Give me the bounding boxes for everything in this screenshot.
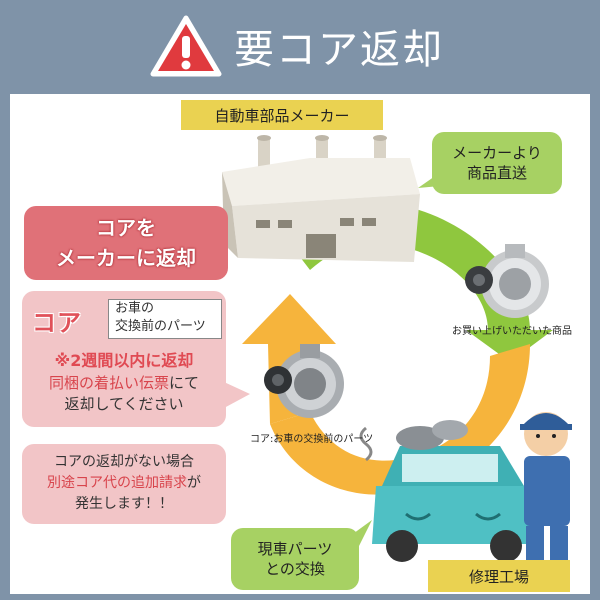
header-title-group: 要コア返却 xyxy=(150,14,444,78)
alternator-new-image xyxy=(465,244,549,318)
mechanic-worker-image xyxy=(520,412,572,574)
maker-label: 自動車部品メーカー xyxy=(181,100,383,130)
addl-charge-red-text: 別途コア代の追加請求 xyxy=(47,475,187,491)
core-info-box: コア お車の 交換前のパーツ ※2週間以内に返却 同梱の着払い伝票にて 返却して… xyxy=(22,291,226,427)
addl-charge-tail: が xyxy=(187,475,201,491)
page-title: 要コア返却 xyxy=(234,27,444,73)
return-instructions: 同梱の着払い伝票にて 返却してください xyxy=(22,373,226,415)
return-deadline: ※2週間以内に返却 xyxy=(54,351,194,370)
warning-triangle-icon xyxy=(150,15,222,77)
swap-parts-line1: 現車パーツ xyxy=(257,540,333,558)
page-header: 要コア返却 xyxy=(0,0,600,90)
core-definition: お車の 交換前のパーツ xyxy=(108,299,222,339)
direct-ship-bubble: メーカーより 商品直送 xyxy=(432,132,562,194)
cycle-diagram xyxy=(222,135,572,574)
instr-tail-text: にて xyxy=(169,374,200,392)
instr-line2: 返却してください xyxy=(64,395,184,413)
content-panel: 自動車部品メーカー 修理工場 メーカーより 商品直送 現車パーツ との交換 コア… xyxy=(10,94,590,594)
core-definition-line2: 交換前のパーツ xyxy=(115,319,206,334)
core-part-caption: コア:お車の交換前のパーツ xyxy=(250,434,374,445)
return-core-heading-line1: コアを xyxy=(96,216,156,240)
direct-ship-line2: 商品直送 xyxy=(466,164,527,182)
core-definition-line1: お車の xyxy=(115,301,155,316)
core-tag: コア xyxy=(32,309,82,337)
return-core-heading: コアを メーカーに返却 xyxy=(24,206,228,280)
swap-parts-bubble: 現車パーツ との交換 xyxy=(231,528,359,590)
addl-charge-line3: 発生します！！ xyxy=(75,496,173,512)
factory-icon xyxy=(222,135,420,262)
swap-parts-line2: との交換 xyxy=(265,560,325,578)
purchased-item-caption: お買い上げいただいた商品 xyxy=(452,326,572,337)
broken-car-image xyxy=(359,420,540,562)
repair-shop-label: 修理工場 xyxy=(428,560,570,592)
cod-slip-text: 同梱の着払い伝票 xyxy=(48,374,169,392)
core-box-tail xyxy=(224,382,250,408)
alternator-core-image xyxy=(264,344,344,418)
direct-ship-line1: メーカーより xyxy=(452,144,542,162)
addl-charge-line1: コアの返却がない場合 xyxy=(54,454,194,470)
additional-charge-box: コアの返却がない場合 別途コア代の追加請求が 発生します！！ xyxy=(22,444,226,524)
return-core-heading-line2: メーカーに返却 xyxy=(56,246,196,270)
